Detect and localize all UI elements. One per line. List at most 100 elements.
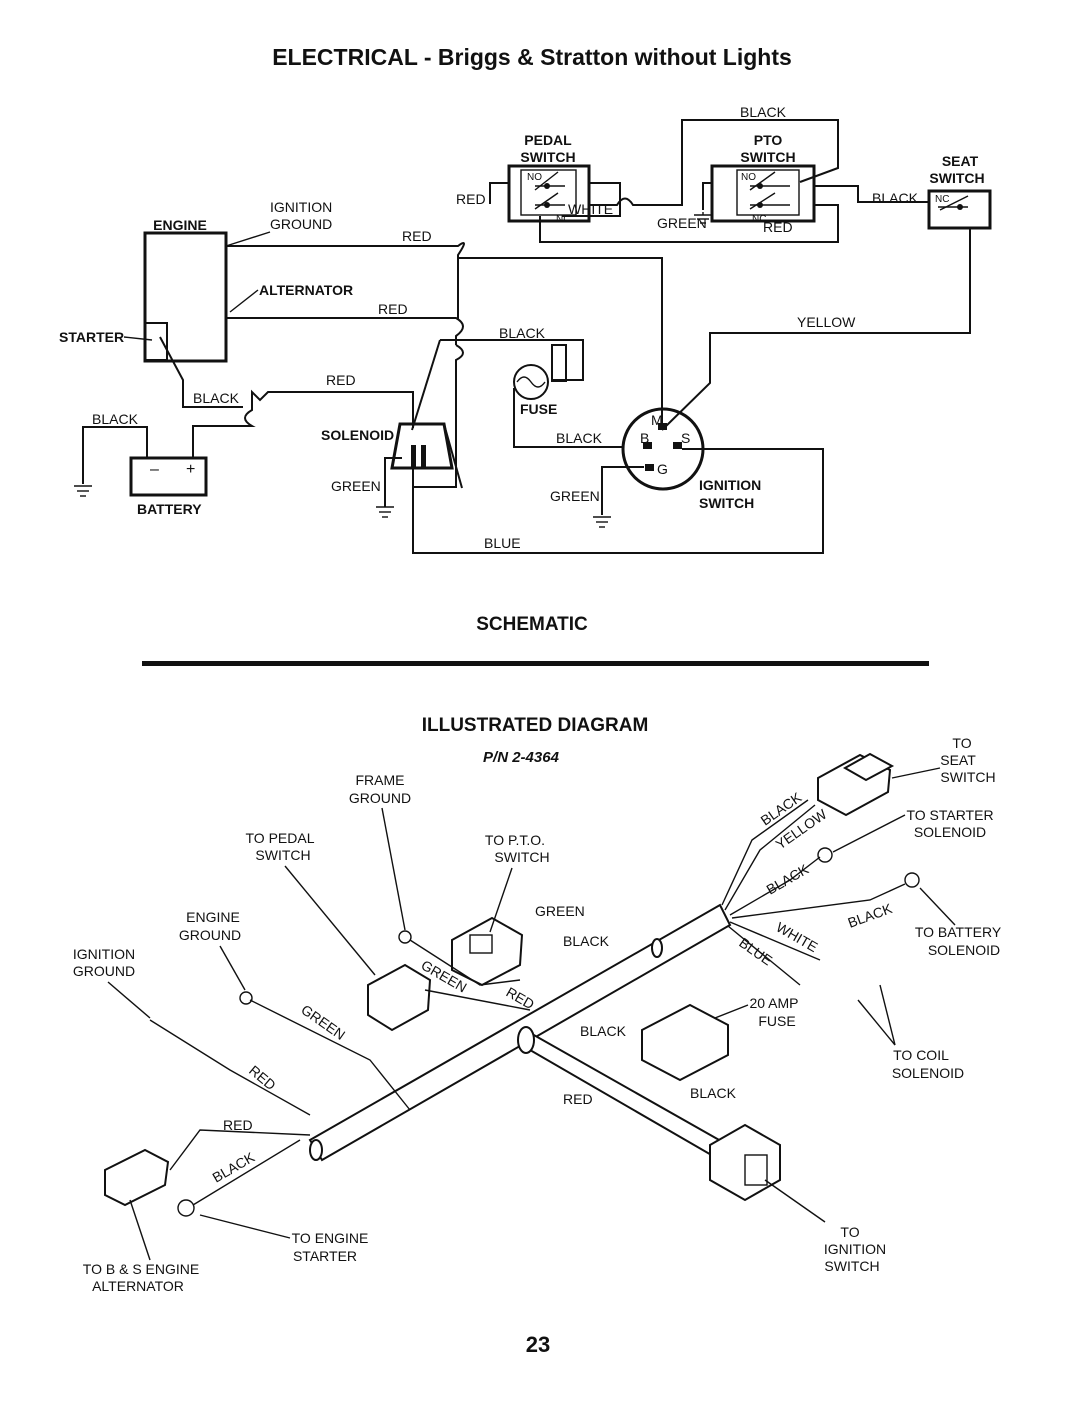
section-divider: [142, 661, 929, 666]
alternator-connector: [104, 1148, 170, 1207]
co-coil-2: SOLENOID: [892, 1065, 964, 1081]
pedal-switch-label-1: PEDAL: [524, 132, 572, 148]
wire-red-pedal-stub: [489, 182, 509, 204]
ground-symbol-pto: [694, 212, 712, 224]
seat-switch-label-1: SEAT: [942, 153, 979, 169]
wire-label-white: WHITE: [568, 201, 613, 217]
battery-plus: +: [186, 461, 195, 478]
wire-label-green-pto: GREEN: [657, 215, 707, 231]
ring-terminal-engine-starter: [177, 1199, 195, 1217]
wire-label-black-starter: BLACK: [193, 390, 240, 406]
wire-black-solenoid-diag: [411, 339, 441, 431]
ign-terminal-b: B: [640, 430, 649, 446]
schematic: BLACK NO NC PEDAL SWITCH RED WHITE: [59, 104, 992, 635]
co-batt-sol-1: TO BATTERY: [915, 924, 1002, 940]
co-ign-switch-1: TO: [840, 1224, 859, 1240]
ring-terminal-engine-ground: [239, 991, 253, 1005]
wire-solenoid-right: [443, 423, 463, 489]
ign-terminal-s: S: [681, 430, 690, 446]
wire-green-engine-ground: [249, 999, 411, 1111]
battery-minus: –: [150, 461, 159, 478]
pedal-switch-label-2: SWITCH: [520, 149, 575, 165]
pto-switch: NO NC: [710, 164, 816, 225]
ring-terminal-battery-solenoid: [904, 872, 920, 888]
wire-label-blue: BLUE: [484, 535, 521, 551]
wire-black-starter: [159, 336, 243, 408]
pedal-connector: [367, 963, 432, 1032]
engine-box: [143, 231, 228, 363]
wire-red-pto-return: [539, 204, 839, 243]
wire-black-ignition: [513, 388, 622, 448]
co-batt-sol-2: SOLENOID: [928, 942, 1000, 958]
wire-blue: [412, 448, 824, 554]
ign-ground-label-1: IGNITION: [270, 199, 332, 215]
co-coil-1: TO COIL: [893, 1047, 949, 1063]
pto-switch-label-2: SWITCH: [740, 149, 795, 165]
branch-starter-solenoid: [729, 856, 821, 916]
illustrated-heading: ILLUSTRATED DIAGRAM: [422, 715, 649, 736]
ign-terminal-m: M: [651, 412, 663, 428]
wire-red-solenoid: [192, 389, 414, 458]
pedal-no-label: NO: [527, 172, 542, 183]
wire-yellow: [661, 228, 971, 431]
il-red-c: RED: [223, 1117, 253, 1133]
ground-symbol-ignition: [593, 516, 611, 528]
wire-red-ignition-ground: [149, 1019, 311, 1116]
co-pedal-2: SWITCH: [255, 847, 310, 863]
co-eng-starter-2: STARTER: [293, 1248, 357, 1264]
ign-ground-leader: [225, 231, 271, 247]
wire-label-red-pto: RED: [763, 219, 793, 235]
co-alt-2: ALTERNATOR: [92, 1278, 184, 1294]
wire-black-fuse: [440, 339, 584, 381]
wire-label-black-top: BLACK: [740, 104, 787, 120]
battery: – +: [129, 456, 208, 497]
wire-black-battery: [82, 426, 148, 484]
il-red-fuse: RED: [563, 1091, 593, 1107]
co-ign-ground-2: GROUND: [73, 963, 135, 979]
wire-label-green-ignition: GREEN: [550, 488, 600, 504]
co-starter-sol-1: TO STARTER: [906, 807, 993, 823]
alternator-leader: [229, 289, 259, 313]
co-pto-1: TO P.T.O.: [485, 832, 545, 848]
co-starter-sol-2: SOLENOID: [914, 824, 986, 840]
il-black-a: BLACK: [563, 933, 610, 949]
ground-symbol-solenoid: [376, 506, 394, 518]
wire-white-stub: [562, 182, 621, 217]
engine-label: ENGINE: [153, 217, 207, 233]
starter-leader: [123, 336, 153, 341]
wire-black-seat: [814, 185, 928, 203]
page-title: ELECTRICAL - Briggs & Stratton without L…: [272, 44, 792, 70]
co-fuse-1: 20 AMP: [749, 995, 798, 1011]
il-black-b: BLACK: [764, 860, 812, 897]
co-fuse-2: FUSE: [758, 1013, 795, 1029]
seat-switch-label-2: SWITCH: [929, 170, 984, 186]
ign-switch-label-2: SWITCH: [699, 495, 754, 511]
co-eng-starter-1: TO ENGINE: [292, 1230, 369, 1246]
co-ign-switch-3: SWITCH: [824, 1258, 879, 1274]
wire-black-top: [681, 119, 839, 196]
branch-coil-1: [729, 921, 821, 961]
wire-green-solenoid: [384, 457, 402, 507]
co-frame-1: FRAME: [356, 772, 405, 788]
fuse-label: FUSE: [520, 401, 557, 417]
alternator-label: ALTERNATOR: [259, 282, 353, 298]
il-black-c: BLACK: [846, 900, 895, 931]
starter-label: STARTER: [59, 329, 124, 345]
co-alt-1: TO B & S ENGINE: [83, 1261, 199, 1277]
pto-switch-label-1: PTO: [754, 132, 783, 148]
wire-label-black-seat: BLACK: [872, 190, 919, 206]
il-black-fuse-2: BLACK: [690, 1085, 737, 1101]
page-number: 23: [526, 1332, 550, 1357]
fuse-holder: [641, 1003, 729, 1082]
co-ign-ground-1: IGNITION: [73, 946, 135, 962]
wire-green-pto: [702, 182, 712, 210]
pedal-nc-label: NC: [556, 214, 570, 225]
co-eng-ground-1: ENGINE: [186, 909, 240, 925]
illustrated-diagram: ILLUSTRATED DIAGRAM P/N 2-4364: [73, 715, 1002, 1294]
ign-terminal-g: G: [657, 461, 668, 477]
ign-switch-label-1: IGNITION: [699, 477, 761, 493]
co-eng-ground-2: GROUND: [179, 927, 241, 943]
wire-label-green-solenoid: GREEN: [331, 478, 381, 494]
ignition-switch-connector: [709, 1123, 781, 1202]
